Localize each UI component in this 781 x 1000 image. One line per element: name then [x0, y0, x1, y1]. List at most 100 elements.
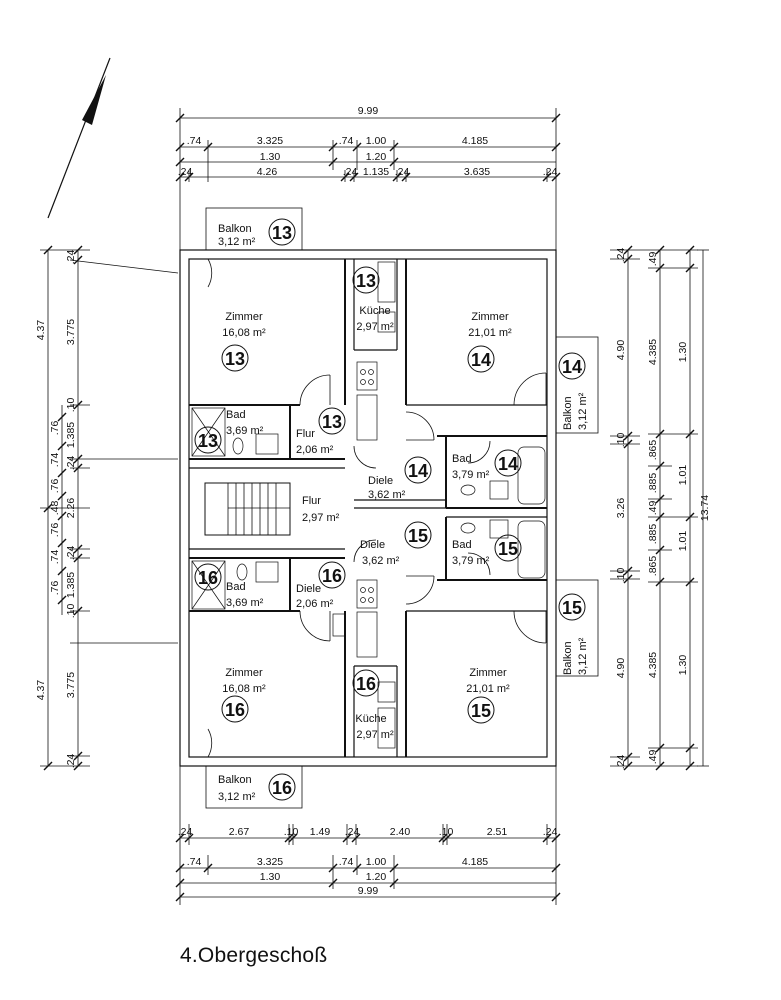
north-arrow-icon [47, 57, 111, 219]
bottom-r2-dim: .74 [339, 856, 354, 868]
diele-area: 3,62 m² [362, 555, 400, 567]
left-inner-dim: .76 [49, 581, 61, 596]
right-a-dim: .10 [615, 568, 627, 583]
bottom-r1-dim: .24 [178, 826, 193, 838]
kueche-label: Küche [359, 305, 390, 317]
zimmer-label: Zimmer [469, 667, 507, 679]
unit-marker-15: 15 [467, 696, 495, 724]
left-mid-dim: .24 [65, 456, 77, 471]
zimmer-area: 16,08 m² [222, 683, 266, 695]
bottom-r1-dim: 2.51 [487, 826, 508, 838]
top-r1-dim: .74 [187, 135, 202, 147]
page-title: 4.Obergeschoß [180, 944, 328, 967]
right-b-dim: .885 [647, 473, 659, 494]
right-b-dim: .885 [647, 524, 659, 545]
svg-text:14: 14 [562, 357, 582, 377]
bottom-r1-dim: .24 [345, 826, 360, 838]
left-mid-dim: 3.775 [65, 672, 77, 698]
svg-text:13: 13 [272, 223, 292, 243]
left-mid-dim: .24 [65, 754, 77, 769]
bad-area: 3,79 m² [452, 469, 490, 481]
svg-text:15: 15 [498, 539, 518, 559]
fixtures [191, 261, 546, 749]
left-mid-dim: 1.385 [65, 572, 77, 598]
zimmer-area: 21,01 m² [466, 683, 510, 695]
diele-label: Diele [368, 475, 393, 487]
balkon-label: Balkon [218, 223, 252, 235]
bottom-dimension-ticks [175, 833, 561, 902]
bad-label: Bad [452, 539, 472, 551]
right-dimension-ticks [623, 245, 695, 771]
right-a-dim: 3.26 [615, 498, 627, 519]
left-outer-dim: 4.37 [35, 680, 47, 701]
zimmer-label: Zimmer [471, 311, 509, 323]
unit-marker-16: 16 [318, 561, 346, 589]
top-total-dim: 9.99 [358, 105, 379, 117]
top-r1-dim: 3.325 [257, 135, 283, 147]
unit-marker-13: 13 [221, 344, 249, 372]
balkon-label: Balkon [562, 641, 574, 675]
right-total-dim: 13.74 [699, 495, 711, 521]
left-inner-dim: .76 [49, 523, 61, 538]
svg-text:14: 14 [498, 454, 518, 474]
bottom-r2-dim: 1.00 [366, 856, 387, 868]
svg-text:13: 13 [225, 349, 245, 369]
diele-area: 2,06 m² [296, 598, 334, 610]
flur-area: 2,97 m² [302, 512, 340, 524]
left-mid-dim: .10 [65, 604, 77, 619]
svg-text:16: 16 [272, 778, 292, 798]
right-c-dim: 1.30 [677, 655, 689, 676]
svg-text:15: 15 [562, 598, 582, 618]
left-outer-dim: 4.37 [35, 320, 47, 341]
bottom-dimensions [179, 766, 557, 905]
svg-text:16: 16 [198, 568, 218, 588]
svg-text:13: 13 [356, 271, 376, 291]
left-inner-dim: .76 [49, 479, 61, 494]
right-b-dim: .49 [647, 750, 659, 765]
unit-marker-14: 14 [494, 449, 522, 477]
svg-text:15: 15 [471, 701, 491, 721]
kueche-label: Küche [355, 713, 386, 725]
unit-marker-16: 16 [221, 695, 249, 723]
left-mid-dim: .24 [65, 546, 77, 561]
right-c-dim: 1.30 [677, 342, 689, 363]
flur-label: Flur [296, 428, 315, 440]
bottom-r2-dim: .74 [187, 856, 202, 868]
svg-text:15: 15 [408, 526, 428, 546]
svg-text:13: 13 [198, 431, 218, 451]
left-inner-dim: .74 [49, 550, 61, 565]
top-r2-dim: 1.30 [260, 151, 281, 163]
flur-area: 2,06 m² [296, 444, 334, 456]
unit-marker-13: 13 [268, 218, 296, 246]
balkon-area: 3,12 m² [218, 791, 256, 803]
bottom-r1-dim: 1.49 [310, 826, 331, 838]
bottom-r1-dim: .10 [439, 826, 454, 838]
left-inner-dim: .48 [49, 501, 61, 516]
balkon-area: 3,12 m² [577, 392, 589, 430]
left-mid-dim: .10 [65, 398, 77, 413]
top-r3-dim: 3.635 [464, 166, 490, 178]
unit-marker-15: 15 [558, 593, 586, 621]
unit-marker-16: 16 [194, 563, 222, 591]
bad-area: 3,69 m² [226, 425, 264, 437]
bottom-total-dim: 9.99 [358, 885, 379, 897]
right-a-dim: 4.90 [615, 658, 627, 679]
bottom-r2-dim: 4.185 [462, 856, 488, 868]
left-mid-dim: .24 [65, 250, 77, 265]
unit-marker-14: 14 [404, 456, 432, 484]
doors [207, 258, 547, 758]
svg-text:13: 13 [322, 412, 342, 432]
flur-label: Flur [302, 495, 321, 507]
top-r3-dim: 1.135 [363, 166, 389, 178]
diele-label: Diele [296, 583, 321, 595]
left-inner-dim: .74 [49, 453, 61, 468]
top-r3-dim: .24 [395, 166, 410, 178]
svg-text:16: 16 [356, 674, 376, 694]
bad-area: 3,79 m² [452, 555, 490, 567]
balconies [205, 207, 599, 809]
left-dimension-ticks [43, 245, 83, 771]
balkon-area: 3,12 m² [577, 637, 589, 675]
balkon-label: Balkon [218, 774, 252, 786]
unit-marker-15: 15 [494, 534, 522, 562]
